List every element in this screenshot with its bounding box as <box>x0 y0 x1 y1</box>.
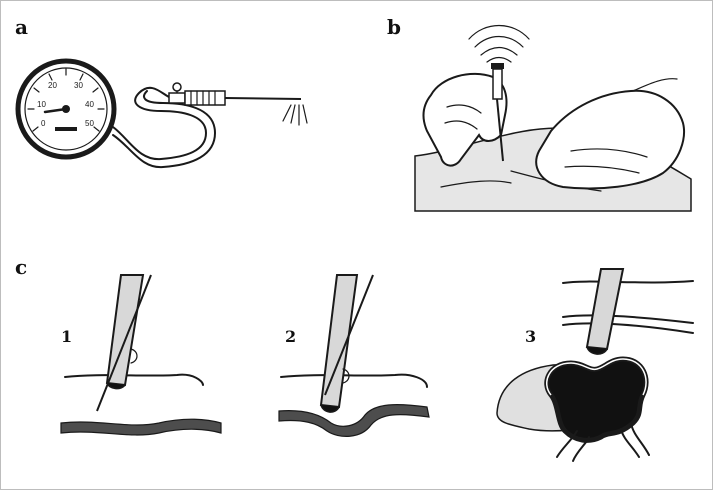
veress-needle-icon <box>585 268 625 355</box>
panel-label-b: b <box>387 15 401 39</box>
sound-waves-icon <box>468 25 530 63</box>
tubing-icon <box>112 86 216 169</box>
veress-needle-icon <box>96 274 152 412</box>
left-hand-icon <box>422 72 508 167</box>
step-label-1: 1 <box>61 327 73 346</box>
syringe-icon <box>168 82 308 126</box>
gauge-tick-30: 30 <box>74 81 83 90</box>
panel-label-c: c <box>15 255 28 279</box>
gauge-tick-20: 20 <box>48 81 57 90</box>
wall-layer <box>60 418 222 436</box>
right-hand-icon <box>535 78 685 190</box>
bowel-loop-icon <box>496 356 650 462</box>
panel-a-illustration: 10 20 30 40 0 50 <box>15 58 308 169</box>
panel-b-illustration <box>414 25 692 212</box>
pressure-gauge-icon: 10 20 30 40 0 50 <box>15 58 117 160</box>
step-2-illustration <box>278 274 430 437</box>
panel-label-a: a <box>15 15 28 39</box>
step-label-2: 2 <box>285 327 297 346</box>
step-label-3: 3 <box>525 327 537 346</box>
needle-icon <box>491 63 504 162</box>
gauge-tick-10: 10 <box>37 100 46 109</box>
gauge-tick-40: 40 <box>85 100 94 109</box>
step-3-illustration <box>496 268 694 462</box>
veress-needle-icon <box>319 274 374 413</box>
gauge-tick-50: 50 <box>85 119 94 128</box>
gauge-tick-0: 0 <box>41 119 46 128</box>
wall-layer <box>278 404 430 437</box>
step-1-illustration <box>60 274 222 436</box>
